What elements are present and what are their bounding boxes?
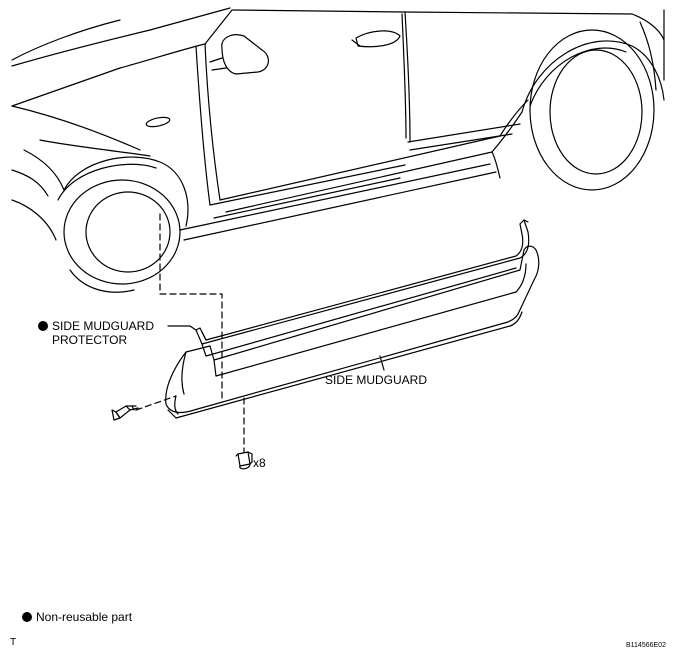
legend-text: Non-reusable part [36, 610, 133, 624]
door-handle [355, 30, 401, 48]
side-mudguard-protector-label-line2: PROTECTOR [52, 333, 128, 347]
front-wheel [57, 156, 189, 293]
vehicle-outline [11, 7, 665, 293]
side-mirror [221, 34, 269, 75]
filled-circle-icon [22, 612, 32, 622]
corner-mark: T [10, 637, 17, 648]
side-mudguard [165, 245, 540, 419]
side-marker-lamp [145, 116, 171, 128]
clip [235, 451, 253, 470]
screw [111, 405, 139, 421]
filled-circle-icon [38, 321, 48, 331]
rear-wheel [521, 29, 665, 191]
side-mudguard-protector-label-line1: SIDE MUDGUARD [52, 319, 155, 333]
leader-lines [135, 213, 245, 453]
illustration-code: B114566E02 [626, 642, 666, 649]
legend: Non-reusable part [22, 610, 132, 624]
side-mudguard-label: SIDE MUDGUARD [325, 373, 428, 387]
clip-quantity-label: x8 [253, 456, 266, 470]
side-mudguard-protector-label: SIDE MUDGUARD PROTECTOR [38, 319, 154, 347]
